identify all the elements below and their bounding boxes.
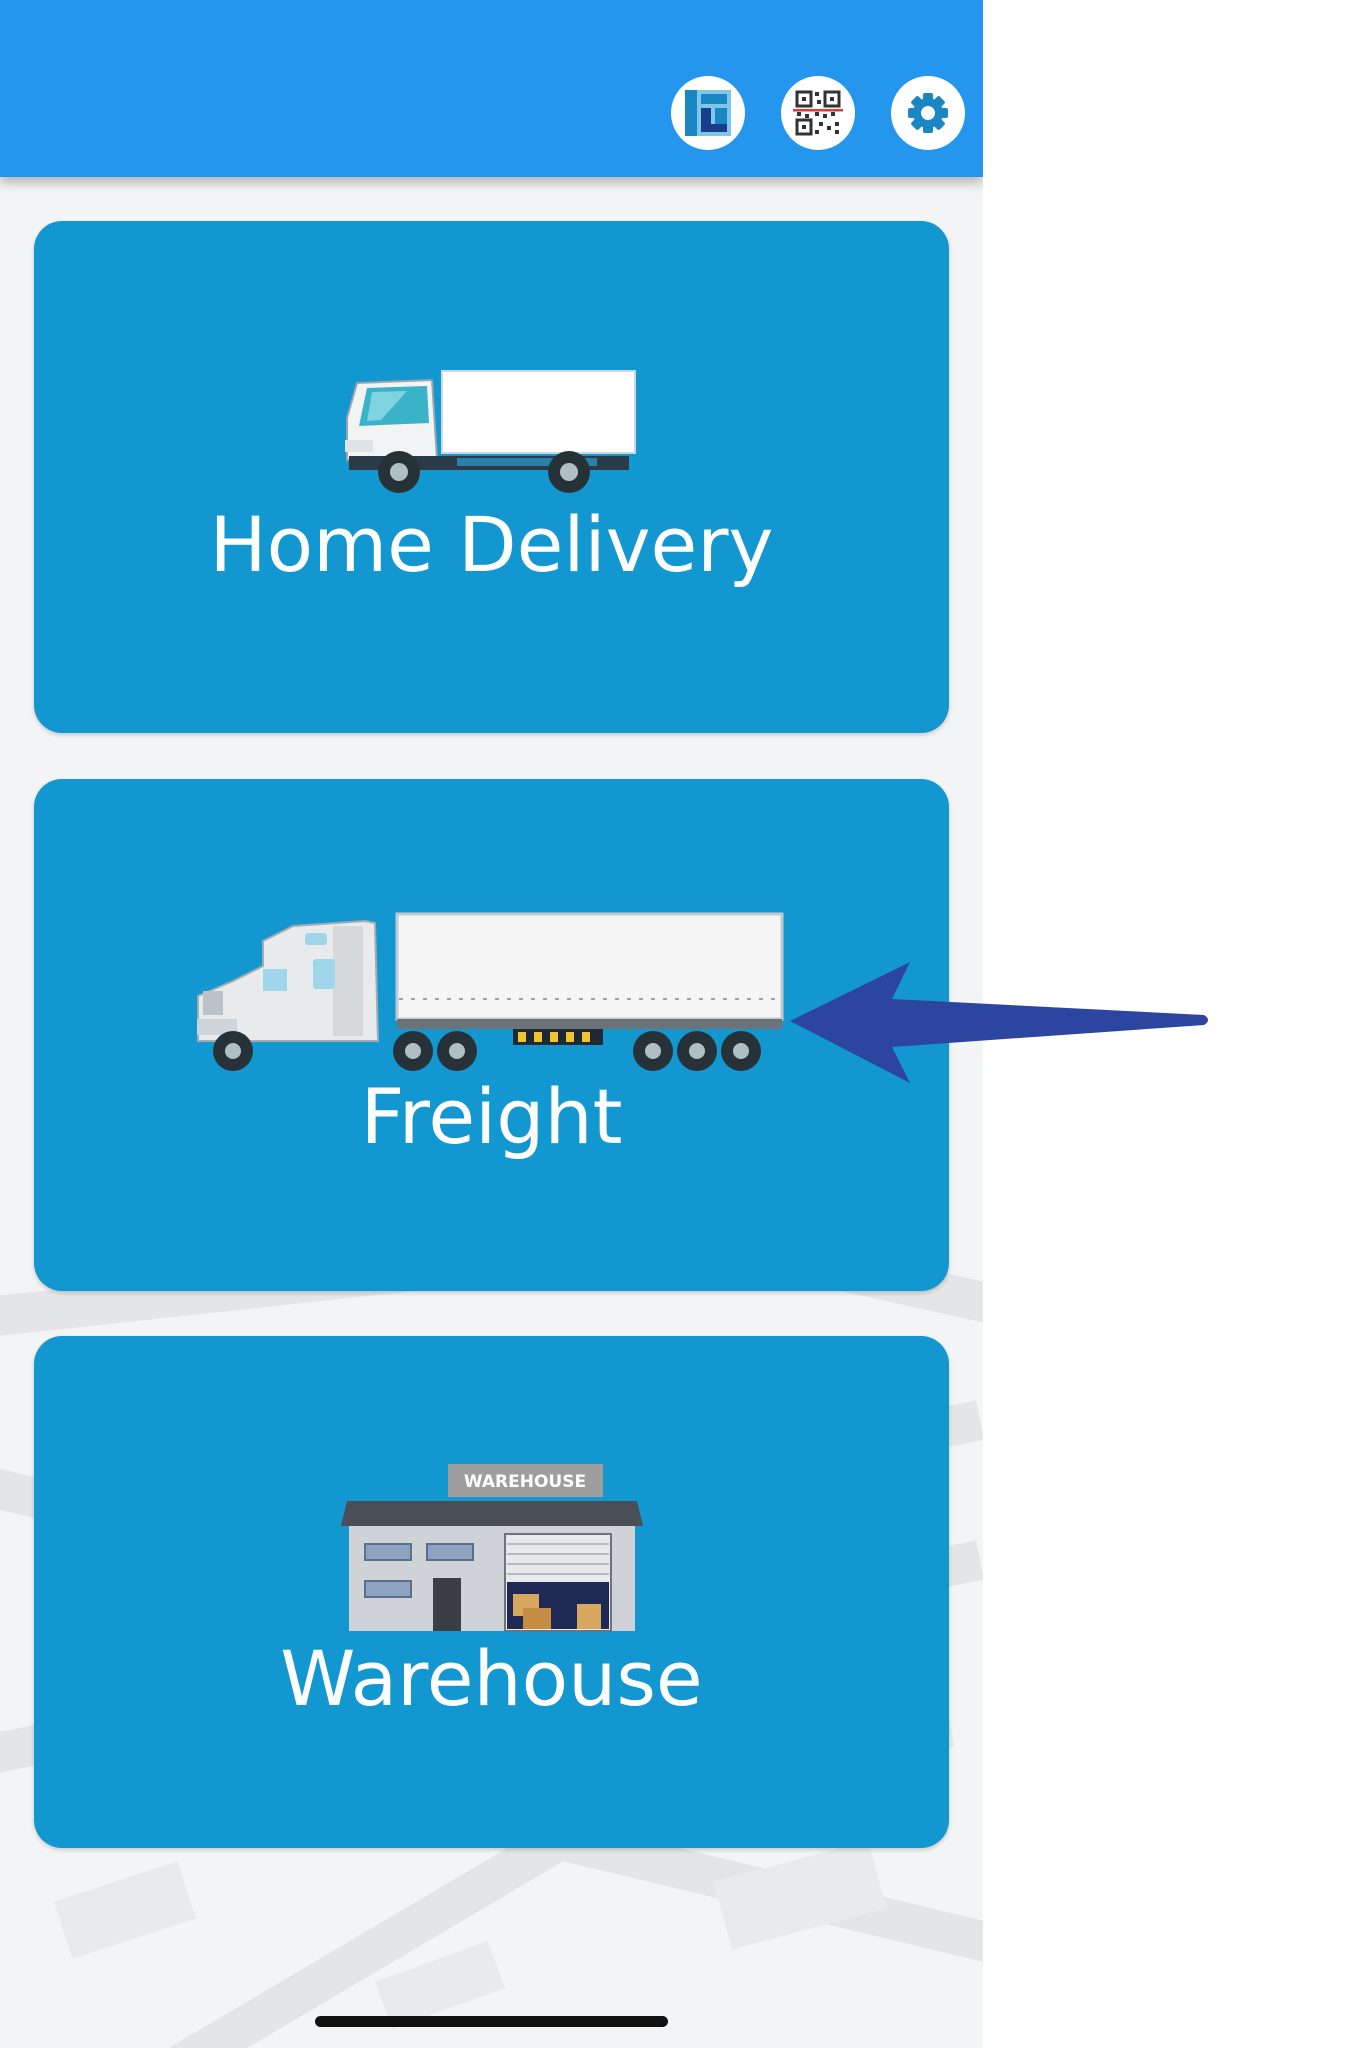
box-truck-icon xyxy=(345,370,636,493)
warehouse-label: Warehouse xyxy=(280,1634,703,1723)
warehouse-sign: WAREHOUSE xyxy=(464,1472,586,1492)
gear-icon-glyph xyxy=(908,93,948,133)
semi-truck-icon xyxy=(197,912,784,1071)
top-app-bar xyxy=(0,0,983,177)
layout-icon-glyph xyxy=(685,90,731,136)
home-delivery-label: Home Delivery xyxy=(209,500,774,589)
home-delivery-tile[interactable]: Home Delivery xyxy=(34,221,949,733)
annotation-arrow xyxy=(790,962,1208,1083)
home-indicator xyxy=(315,2016,668,2027)
freight-tile[interactable]: Freight xyxy=(34,779,949,1291)
freight-label: Freight xyxy=(360,1072,623,1161)
warehouse-icon: WAREHOUSE xyxy=(341,1464,643,1632)
qr-code-icon-glyph xyxy=(793,90,843,136)
qr-code-icon[interactable] xyxy=(781,76,855,150)
warehouse-tile[interactable]: WAREHOUSE Warehouse xyxy=(34,1336,949,1848)
gear-icon[interactable] xyxy=(891,76,965,150)
layout-icon[interactable] xyxy=(671,76,745,150)
